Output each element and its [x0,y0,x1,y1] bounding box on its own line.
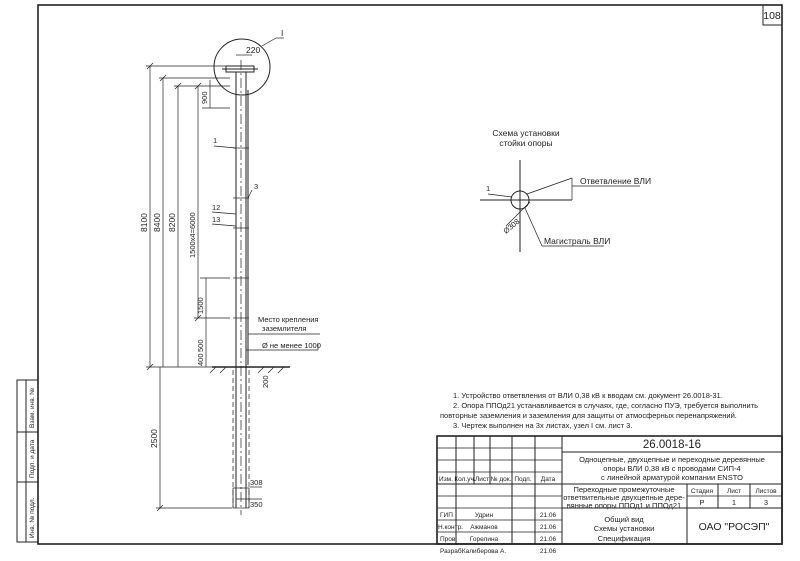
ground-diameter: Ø не менее 1000 [262,341,321,350]
scheme-pos-1: 1 [486,184,490,193]
pole-pos-12: 12 [212,203,220,212]
sheet-subtitle-1: Общий вид [604,515,644,524]
project-title-1: Одноцепные, двухцепные и переходные дере… [579,455,765,464]
stamp-inv-original: Инв. № подл. [29,497,36,538]
node-callout-circle [213,38,271,96]
sheets-value: 3 [764,498,768,507]
scheme-branch-label: Ответвление ВЛИ [580,176,651,186]
signer-role-razrab: Разраб. [440,547,464,555]
stamp-replace-inv: Взам. инв. № [29,388,36,428]
stamp-sign-date: Подп. и дата [29,439,36,478]
dim-900: 900 [200,91,209,104]
project-title-2: опоры ВЛИ 0,38 кВ с проводами СИП-4 [603,464,740,473]
node-callout-label: I [281,28,283,38]
sheets-header: Листов [755,488,777,495]
project-title-3: с линейной арматурой компании ENSTO [601,473,743,482]
col-header-docnum: № док. [491,476,512,483]
install-scheme: Схема установки стойки опоры Ответвление… [480,128,651,252]
dim-308: 308 [250,478,263,487]
signer-role-ncontr: Н.контр. [438,524,463,531]
col-header-count: Кол.уч. [454,476,475,483]
dim-500: 500 [196,339,205,352]
signer-name-razrab: Калиберова А. [462,547,506,555]
dim-400: 400 [196,353,205,366]
title-block: Изм. Кол.уч. Лист № док. Подп. Дата ГИП … [436,435,783,555]
side-stamp: Инв. № подл. Подп. и дата Взам. инв. № [16,379,39,543]
dim-8100: 8100 [139,213,149,232]
sheet-value: 1 [732,498,736,507]
scheme-title-1: Схема установки [492,128,560,138]
signer-date-razrab: 21.06 [540,548,557,555]
col-header-date: Дата [541,476,556,483]
signer-name-ncontr: Ажманов [470,524,498,531]
pole-pos-13: 13 [212,215,220,224]
stage-header: Стадия [691,488,714,495]
dim-2500: 2500 [149,429,159,448]
page-number-box [762,4,783,26]
dim-8400: 8400 [152,213,162,232]
note-1: 1. Устройство ответвления от ВЛИ 0,38 кВ… [453,391,723,400]
pole-pos-3: 3 [254,182,258,191]
stage-value: Р [699,498,704,507]
col-header-change: Изм. [439,476,453,483]
note-2: 2. Опора ППОд21 устанавливается в случая… [453,401,758,410]
sheet-header: Лист [727,488,741,495]
note-2-cont: повторные заземления и заземления для за… [440,411,737,420]
signer-role-gip: ГИП [440,512,453,519]
signer-name-prov: Горелина [470,536,499,543]
signer-name-gip: Удрин [475,512,494,519]
signer-date-ncontr: 21.06 [540,524,557,531]
dim-1500: 1500 [196,297,205,314]
company-name: ОАО "РОСЭП" [699,521,770,533]
signer-role-prov: Пров. [440,536,457,543]
page-number: 108 [763,10,781,22]
dim-top-width: 220 [246,45,260,55]
col-header-sheet: Лист [475,476,489,483]
sheet-subtitle-2: Схемы установки [594,524,655,533]
scheme-main-label: Магистраль ВЛИ [544,236,610,246]
scheme-title-2: стойки опоры [499,138,552,148]
dim-1500x4: 1500х4=6000 [188,212,197,258]
notes-block: 1. Устройство ответвления от ВЛИ 0,38 кВ… [440,391,758,430]
sheet-title-2: ответвительные двухцепные дере- [563,493,685,502]
sheet-title-1: Переходные промежуточные [573,485,674,494]
dim-8200: 8200 [167,213,177,232]
sheet-title-3: вянные опоры ППОд1 и ППОд21 [567,501,681,510]
dim-350: 350 [250,500,263,509]
note-3: 3. Чертеж выполнен на 3х листах, узел I … [453,421,632,430]
pole-pos-1: 1 [213,136,217,145]
sheet-subtitle-3: Спецификация [598,534,651,543]
signer-date-prov: 21.06 [540,536,557,543]
ground-note-line-2: заземлителя [262,324,306,333]
signer-date-gip: 21.06 [540,512,557,519]
pole-view: I 220 [139,28,321,515]
ground-note-line-1: Место крепления [258,315,318,324]
outer-frame [37,4,783,545]
doc-code: 26.0018-16 [643,439,701,451]
scheme-diameter: Ø308 [502,217,522,236]
col-header-sign: Подп. [514,476,531,483]
dim-200: 200 [261,375,270,388]
